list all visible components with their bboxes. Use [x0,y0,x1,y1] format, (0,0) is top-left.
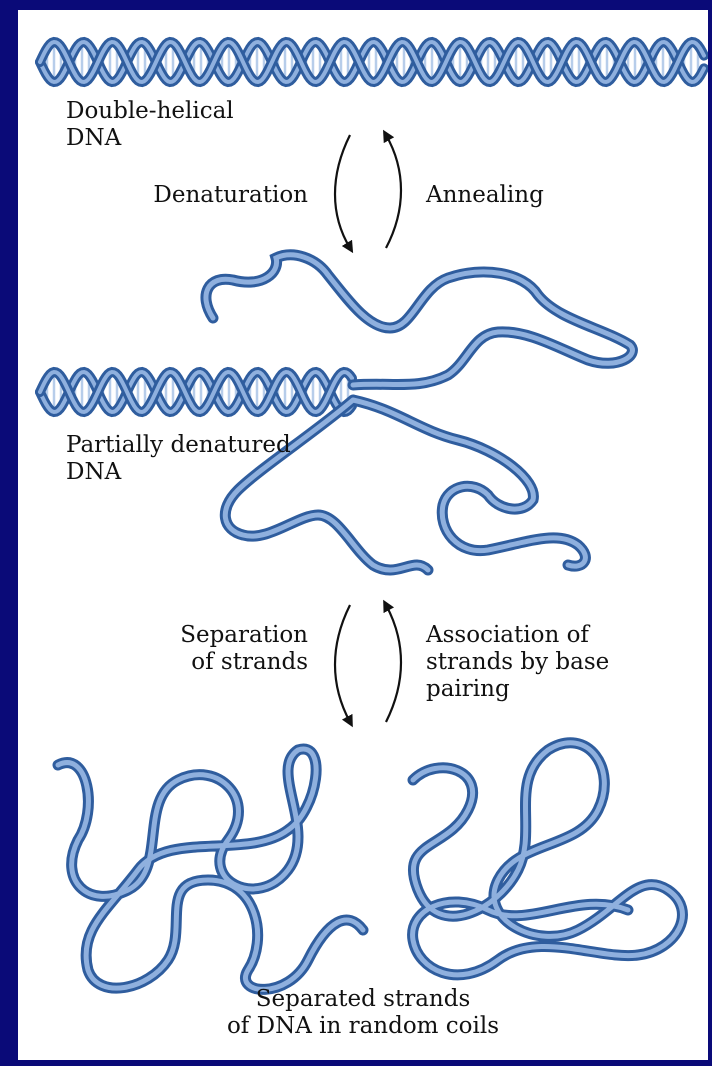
double-helix-dna [40,42,704,82]
random-coil-strand-left [58,749,363,989]
dna-illustration [18,10,708,1060]
partially-denatured-dna [40,255,632,570]
label-denaturation: Denaturation [118,182,308,209]
figure-panel: Double-helical DNA Denaturation Annealin… [18,10,708,1060]
label-separated-strands: Separated strands of DNA in random coils [178,986,548,1040]
random-coil-strand-right [413,743,683,975]
association-arrow [386,605,401,722]
denaturation-arrow [335,135,350,248]
label-partially-denatured-dna: Partially denatured DNA [66,432,291,486]
separation-arrow [335,605,350,722]
label-separation-of-strands: Separation of strands [118,622,308,676]
label-association-of-strands: Association of strands by base pairing [426,622,609,703]
label-double-helical-dna: Double-helical DNA [66,98,234,152]
annealing-arrow [386,135,401,248]
label-annealing: Annealing [426,182,544,209]
